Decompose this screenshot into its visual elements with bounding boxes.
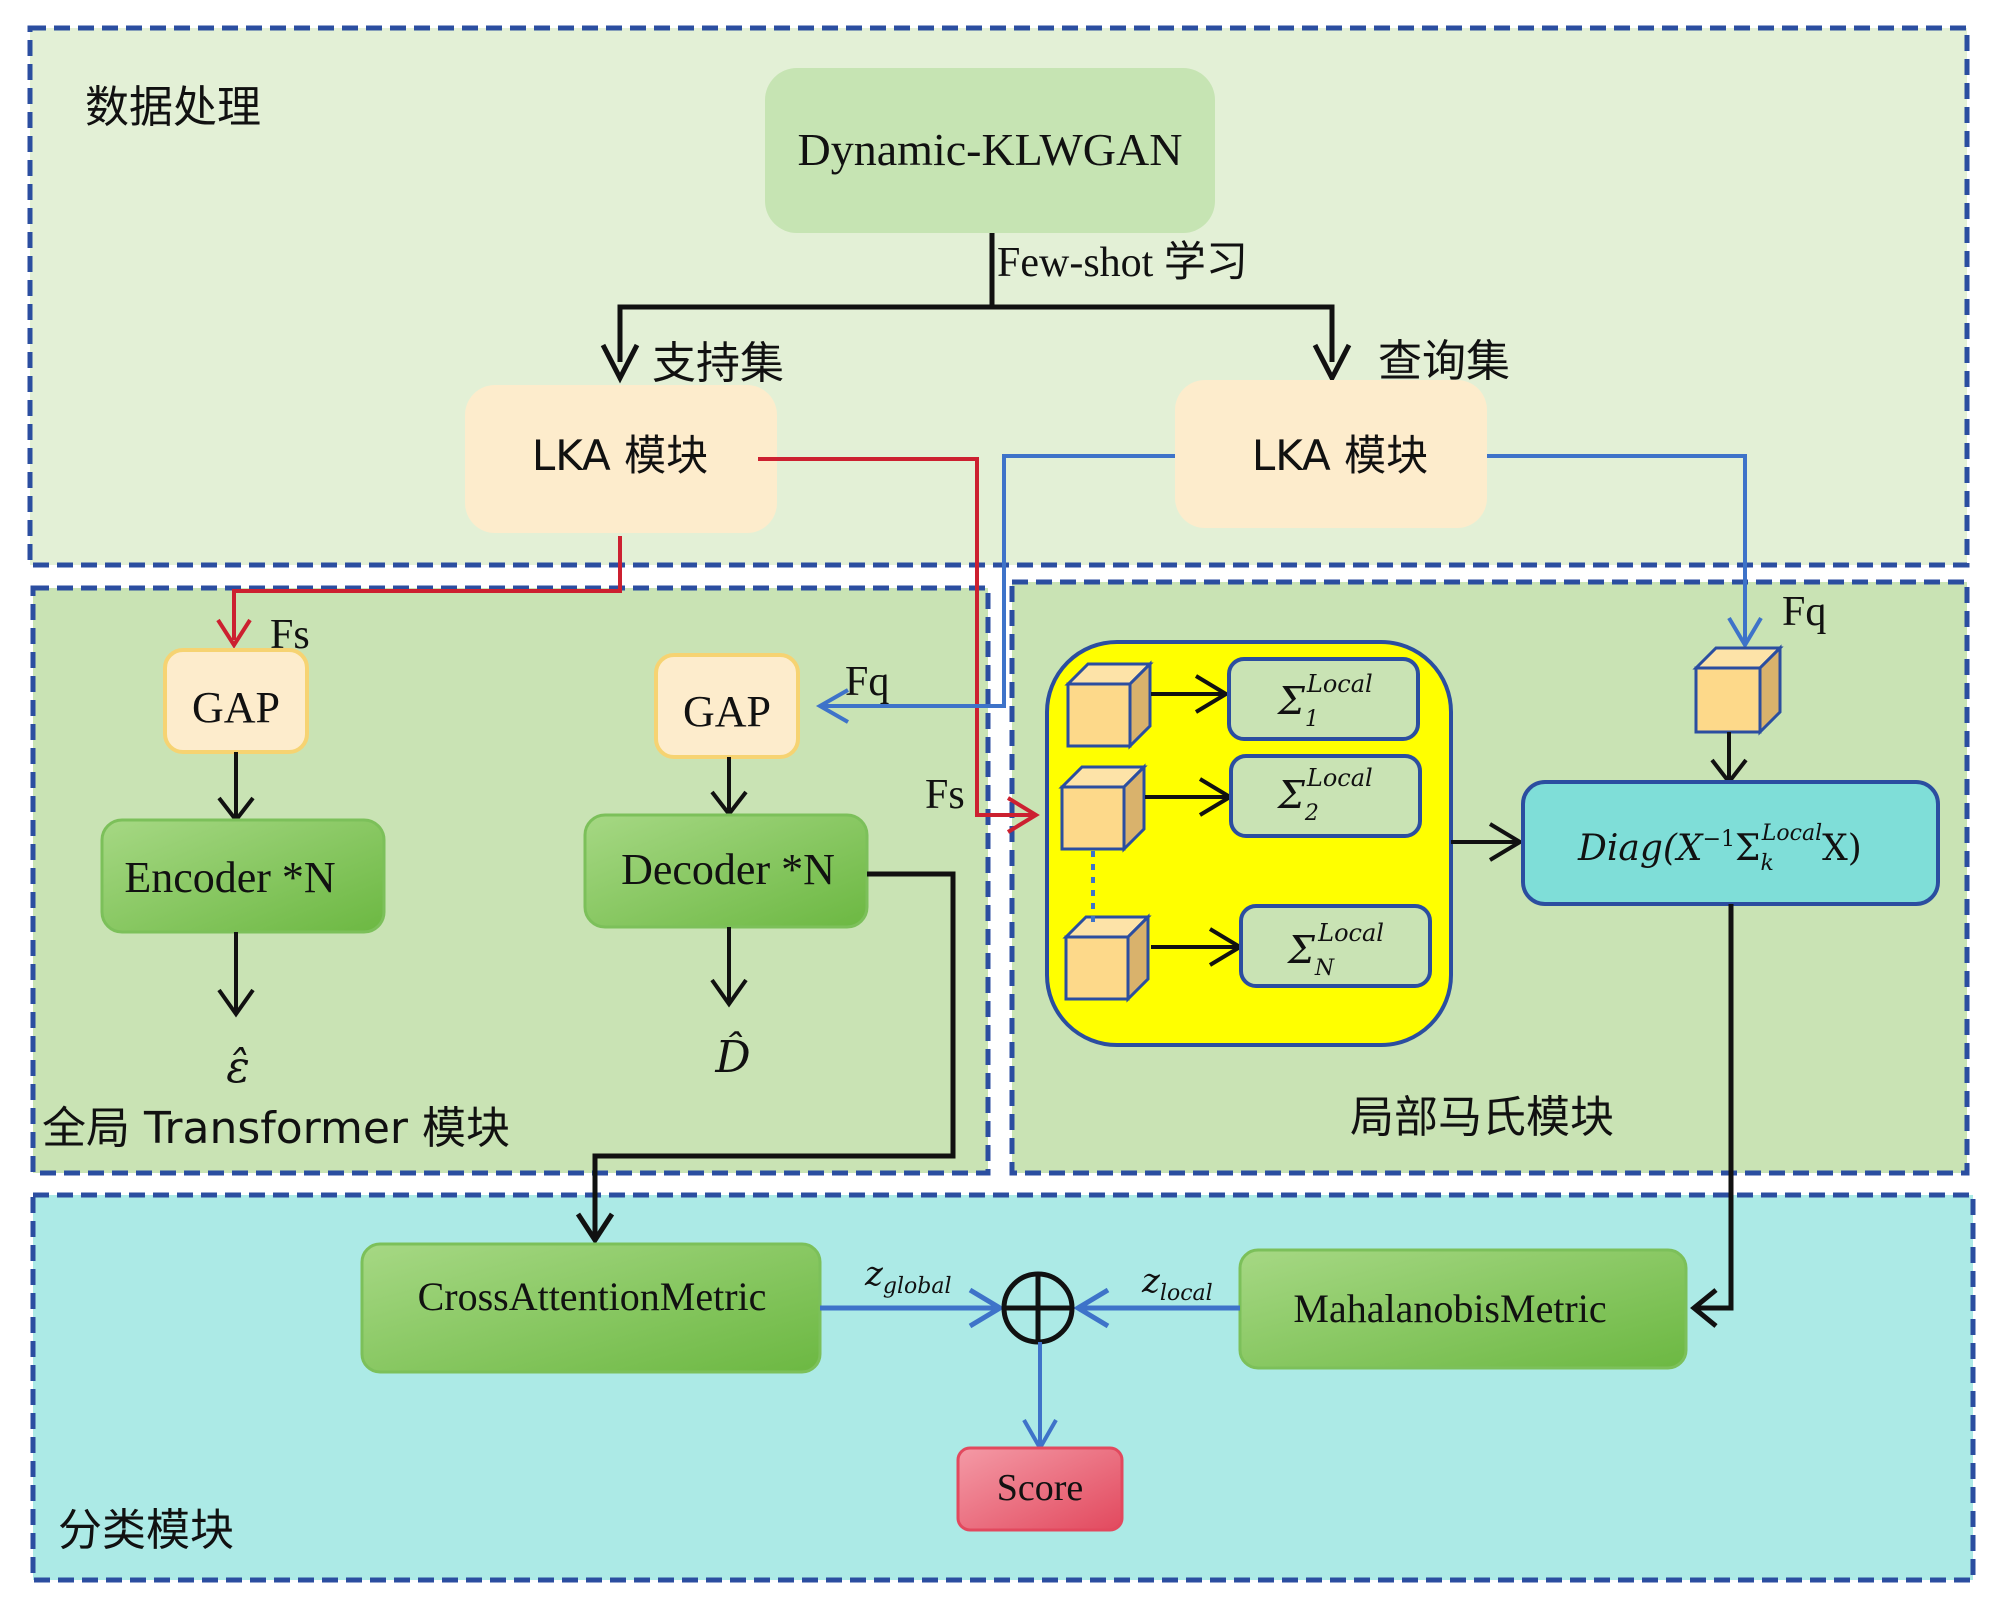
svg-text:zlocal: zlocal <box>1141 1261 1213 1306</box>
support-feature-flow <box>216 457 1040 834</box>
section-title-global-transformer: 全局 Transformer 模块 <box>42 1103 510 1154</box>
gan-node[interactable]: Dynamic-KLWGAN <box>765 68 1215 233</box>
z-local-sub: local <box>1160 1281 1213 1306</box>
svg-text:Σ1Local: Σ1 Local <box>1276 670 1373 732</box>
support-cube-n-icon <box>1062 913 1152 1003</box>
cube-to-sigma-arrows <box>1145 674 1244 967</box>
svg-text:Diag(X−1ΣkLocalX): Diag(X−1Σk LocalX) <box>1577 821 1862 876</box>
fs-label-local: Fs <box>925 772 965 818</box>
encoder-output-arrow <box>217 932 255 1018</box>
lka-query-label: LKA 模块 <box>1252 431 1428 480</box>
diag-sub: k <box>1760 851 1773 876</box>
sigma-2-sup: Local <box>1306 764 1373 792</box>
support-cube-1-icon <box>1064 660 1154 750</box>
decoder-node[interactable]: Decoder *N <box>583 813 869 929</box>
query-feature-flow <box>815 454 1763 724</box>
sigma-2-sub: 2 <box>1304 801 1319 826</box>
fusion-add-icon <box>1001 1271 1075 1345</box>
z-local-base: z <box>1141 1261 1161 1301</box>
gap-support-label: GAP <box>192 683 280 732</box>
diag-prefix: Diag(X <box>1577 828 1704 869</box>
fq-label-global: Fq <box>845 659 889 705</box>
sigma-box-2[interactable]: Σ2 Local <box>1229 754 1422 838</box>
z-global-sub: global <box>883 1274 952 1299</box>
support-cube-2-icon <box>1058 763 1148 853</box>
diag-node[interactable]: Diag(X−1Σk LocalX) <box>1521 780 1940 906</box>
score-label: Score <box>997 1467 1084 1509</box>
z-local-arrow <box>1073 1287 1240 1329</box>
decoder-label: Decoder *N <box>621 845 835 894</box>
svg-text:ΣNLocal: ΣN Local <box>1286 919 1384 981</box>
panel-to-diag-arrow <box>1451 822 1524 862</box>
query-set-label: 查询集 <box>1378 336 1510 387</box>
diag-to-mahalanobis-connector <box>1690 904 1734 1328</box>
gap-support-node[interactable]: GAP <box>163 648 309 754</box>
lka-support-label: LKA 模块 <box>532 431 708 480</box>
mahalanobis-metric-node[interactable]: MahalanobisMetric <box>1238 1248 1688 1370</box>
cross-attention-metric-label: CrossAttentionMetric <box>418 1274 767 1319</box>
sigma-n-sub: N <box>1314 956 1335 981</box>
gan-label: Dynamic-KLWGAN <box>798 124 1183 175</box>
diag-sup: Local <box>1761 821 1822 846</box>
mahalanobis-metric-label: MahalanobisMetric <box>1293 1286 1606 1331</box>
diag-suffix: X) <box>1822 828 1862 869</box>
sigma-box-n[interactable]: ΣN Local <box>1239 904 1432 988</box>
sigma-1-base: Σ <box>1276 679 1306 723</box>
lka-query-node[interactable]: LKA 模块 <box>1175 380 1487 528</box>
few-shot-label: Few-shot 学习 <box>997 239 1248 286</box>
decoder-output-arrow <box>710 927 748 1008</box>
score-node[interactable]: Score <box>956 1446 1124 1532</box>
section-title-classification: 分类模块 <box>58 1505 234 1556</box>
z-global-arrow <box>820 1287 1005 1329</box>
sigma-1-sup: Local <box>1306 670 1373 698</box>
gap-query-label: GAP <box>683 687 771 736</box>
decoder-output-symbol: D̂ <box>714 1030 750 1083</box>
sigma-2-base: Σ <box>1276 773 1306 817</box>
svg-text:zglobal: zglobal <box>864 1254 952 1299</box>
gap-query-node[interactable]: GAP <box>654 653 800 759</box>
query-cube-icon <box>1692 644 1784 736</box>
z-global-base: z <box>864 1254 884 1294</box>
encoder-node[interactable]: Encoder *N <box>100 818 386 934</box>
diag-exp: −1 <box>1703 827 1735 852</box>
section-title-local-mahalanobis: 局部马氏模块 <box>1350 1092 1614 1143</box>
few-shot-split-connector <box>600 233 1352 384</box>
diag-sigma: Σ <box>1735 828 1760 869</box>
sigma-n-base: Σ <box>1286 928 1316 972</box>
svg-text:Σ2Local: Σ2 Local <box>1276 764 1373 826</box>
sigma-1-sub: 1 <box>1305 707 1319 732</box>
lka-support-node[interactable]: LKA 模块 <box>465 385 777 533</box>
section-title-data-processing: 数据处理 <box>85 82 261 133</box>
sigma-n-sup: Local <box>1317 919 1384 947</box>
fq-label-local: Fq <box>1782 589 1826 635</box>
decoder-to-crossattention-connector <box>575 871 956 1245</box>
sigma-box-1[interactable]: Σ1 Local <box>1227 657 1420 741</box>
cross-attention-metric-node[interactable]: CrossAttentionMetric <box>360 1242 822 1374</box>
support-set-label: 支持集 <box>652 338 784 389</box>
encoder-output-symbol: ε̂ <box>226 1042 250 1093</box>
encoder-label: Encoder *N <box>124 853 335 902</box>
